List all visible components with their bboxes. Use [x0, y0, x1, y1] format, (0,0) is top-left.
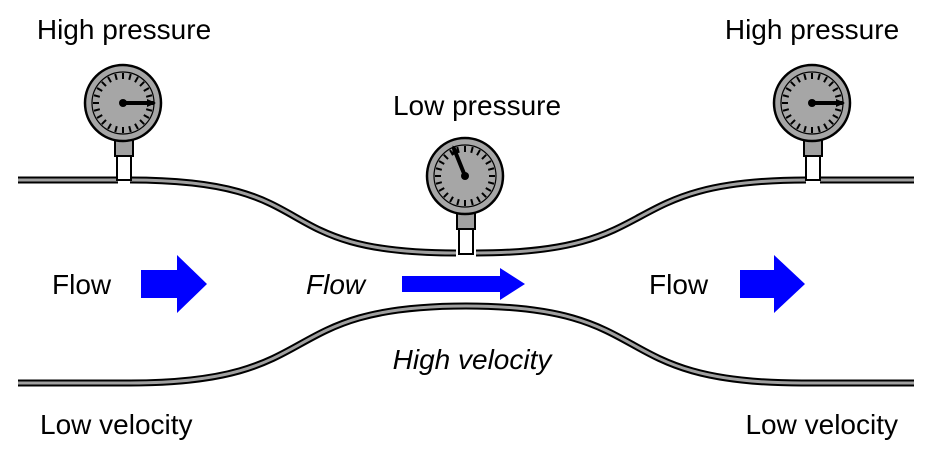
left-gauge-stem — [116, 153, 132, 181]
center-pressure-gauge — [425, 136, 505, 216]
velocity-label-center: High velocity — [393, 344, 554, 375]
flow-arrow-left — [141, 255, 207, 313]
venturi-pipe — [18, 176, 914, 387]
velocity-label-right: Low velocity — [745, 409, 898, 440]
flow-arrows — [141, 255, 805, 313]
right-gauge-stem — [805, 153, 821, 181]
right-gauge-label: High pressure — [725, 14, 899, 45]
center-gauge-stem — [458, 225, 474, 255]
gauge-ticks — [435, 146, 495, 206]
gauge-ticks — [782, 73, 842, 133]
left-pressure-gauge — [83, 63, 163, 143]
gauge-needle — [451, 145, 469, 180]
gauge-needle — [808, 99, 845, 107]
flow-arrow-right — [740, 255, 805, 313]
gauge-ticks — [93, 73, 153, 133]
flow-label-center: Flow — [306, 269, 367, 300]
flow-label-left: Flow — [52, 269, 112, 300]
flow-arrow-center — [402, 268, 525, 300]
gauge-needle — [119, 99, 156, 107]
left-gauge-label: High pressure — [37, 14, 211, 45]
right-pressure-gauge — [772, 63, 852, 143]
velocity-label-left: Low velocity — [40, 409, 193, 440]
gauge-stems — [114, 139, 823, 255]
flow-label-right: Flow — [649, 269, 709, 300]
center-gauge-label: Low pressure — [393, 90, 561, 121]
